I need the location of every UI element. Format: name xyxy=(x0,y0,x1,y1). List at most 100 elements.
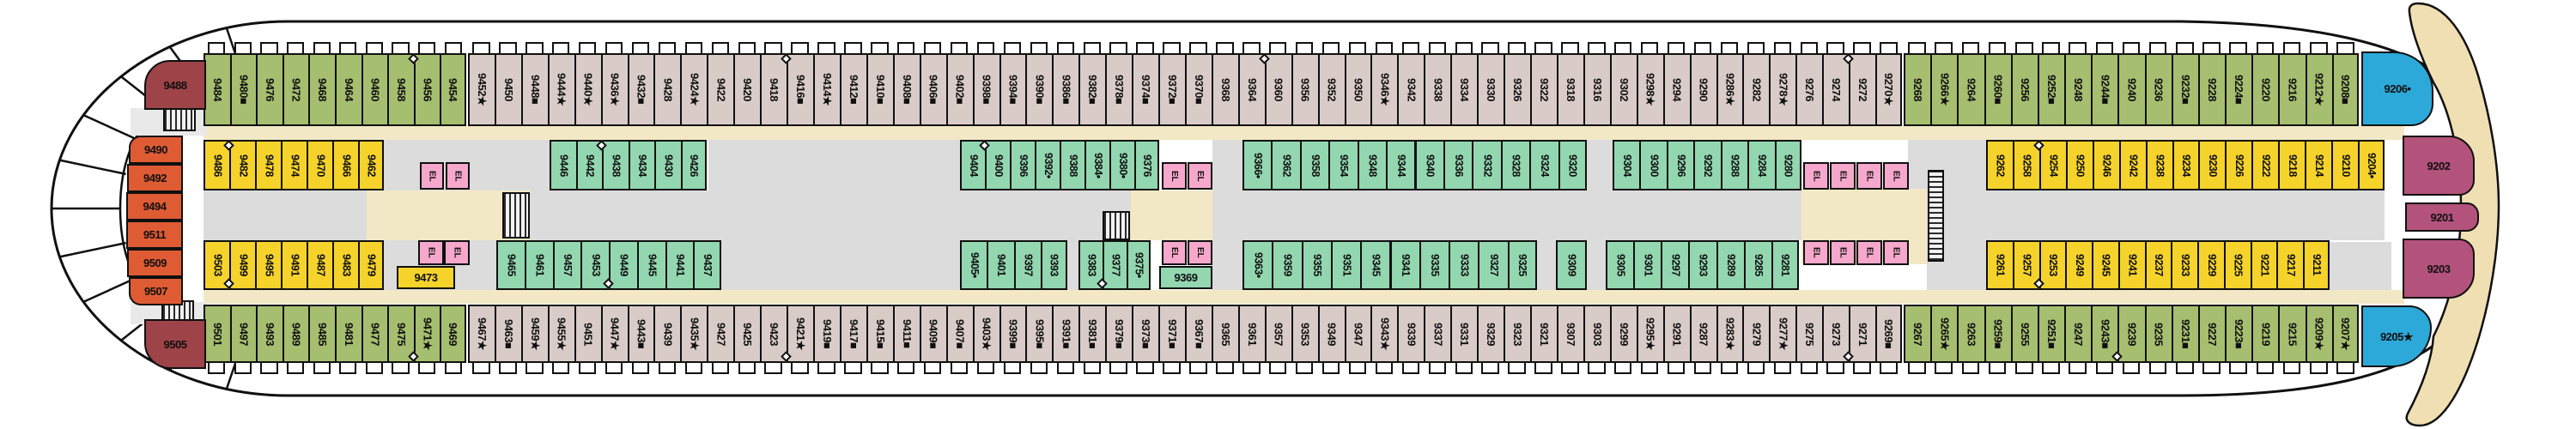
cabin-9381[interactable]: 9381■ xyxy=(1078,305,1108,363)
cabin-9446[interactable]: 9446 xyxy=(550,140,578,190)
cabin-9224[interactable]: 9224■ xyxy=(2225,53,2254,126)
cabin-9447[interactable]: 9447★ xyxy=(600,305,629,363)
cabin-9335[interactable]: 9335 xyxy=(1419,240,1451,290)
cabin-9449[interactable]: 9449 xyxy=(609,240,639,290)
cabin-9400[interactable]: 9400 xyxy=(985,140,1012,190)
cabin-9225[interactable]: 9225 xyxy=(2223,240,2252,290)
cabin-9316[interactable]: 9316 xyxy=(1583,53,1612,126)
cabin-9363[interactable]: 9363• xyxy=(1242,240,1274,290)
cabin-9364[interactable]: 9364 xyxy=(1237,53,1267,126)
cabin-9415[interactable]: 9415■ xyxy=(866,305,895,363)
cabin-9263[interactable]: 9263 xyxy=(1957,305,1986,363)
cabin-9299[interactable]: 9299 xyxy=(1609,305,1638,363)
cabin-9222[interactable]: 9222 xyxy=(2251,140,2281,190)
cabin-9394[interactable]: 9394■ xyxy=(999,53,1028,126)
cabin-9358[interactable]: 9358 xyxy=(1299,140,1331,190)
cabin-9351[interactable]: 9351 xyxy=(1330,240,1363,290)
cabin-9307[interactable]: 9307 xyxy=(1556,305,1585,363)
cabin-9457[interactable]: 9457 xyxy=(552,240,583,290)
cabin-9378[interactable]: 9378■ xyxy=(1105,53,1134,126)
cabin-9217[interactable]: 9217 xyxy=(2276,240,2306,290)
cabin-9264[interactable]: 9264 xyxy=(1957,53,1986,126)
cabin-9231[interactable]: 9231■ xyxy=(2171,305,2200,363)
cabin-9468[interactable]: 9468 xyxy=(308,53,337,126)
cabin-9337[interactable]: 9337 xyxy=(1424,305,1453,363)
cabin-9206[interactable]: 9206• xyxy=(2361,51,2433,126)
cabin-9382[interactable]: 9382■ xyxy=(1078,53,1108,126)
cabin-9255[interactable]: 9255 xyxy=(2010,305,2039,363)
cabin-9430[interactable]: 9430 xyxy=(654,140,683,190)
cabin-9295[interactable]: 9295★ xyxy=(1636,305,1665,363)
cabin-9333[interactable]: 9333 xyxy=(1449,240,1480,290)
cabin-9234[interactable]: 9234 xyxy=(2172,140,2201,190)
cabin-9417[interactable]: 9417■ xyxy=(839,305,868,363)
cabin-9342[interactable]: 9342 xyxy=(1397,53,1426,126)
cabin-9410[interactable]: 9410■ xyxy=(866,53,895,126)
cabin-9235[interactable]: 9235 xyxy=(2144,305,2173,363)
cabin-9380[interactable]: 9380• xyxy=(1109,140,1136,190)
cabin-9471[interactable]: 9471★ xyxy=(413,305,442,363)
cabin-9463[interactable]: 9463■ xyxy=(494,305,523,363)
cabin-9414[interactable]: 9414★ xyxy=(813,53,841,126)
cabin-9422[interactable]: 9422 xyxy=(707,53,736,126)
cabin-9483[interactable]: 9483 xyxy=(332,240,360,290)
cabin-9505[interactable]: 9505 xyxy=(144,319,206,369)
cabin-9214[interactable]: 9214 xyxy=(2305,140,2334,190)
cabin-9309[interactable]: 9309 xyxy=(1556,240,1587,290)
cabin-9396[interactable]: 9396 xyxy=(1010,140,1036,190)
cabin-9248[interactable]: 9248 xyxy=(2064,53,2093,126)
cabin-9346[interactable]: 9346★ xyxy=(1370,53,1400,126)
cabin-9408[interactable]: 9408■ xyxy=(892,53,921,126)
cabin-9244[interactable]: 9244■ xyxy=(2091,53,2120,126)
cabin-9421[interactable]: 9421★ xyxy=(787,305,816,363)
cabin-9407[interactable]: 9407■ xyxy=(945,305,975,363)
cabin-9437[interactable]: 9437 xyxy=(693,240,721,290)
cabin-9441[interactable]: 9441 xyxy=(665,240,696,290)
cabin-9494[interactable]: 9494 xyxy=(126,192,183,221)
cabin-9347[interactable]: 9347 xyxy=(1344,305,1373,363)
cabin-9349[interactable]: 9349 xyxy=(1317,305,1346,363)
cabin-9372[interactable]: 9372■ xyxy=(1158,53,1187,126)
cabin-9320[interactable]: 9320 xyxy=(1558,140,1587,190)
cabin-9397[interactable]: 9397 xyxy=(1013,240,1042,290)
cabin-9481[interactable]: 9481 xyxy=(335,305,363,363)
cabin-9237[interactable]: 9237 xyxy=(2144,240,2173,290)
cabin-9366[interactable]: 9366• xyxy=(1242,140,1273,190)
cabin-9474[interactable]: 9474 xyxy=(281,140,308,190)
cabin-9210[interactable]: 9210 xyxy=(2331,140,2360,190)
cabin-9290[interactable]: 9290 xyxy=(1689,53,1718,126)
cabin-9465[interactable]: 9465 xyxy=(496,240,526,290)
cabin-9300[interactable]: 9300 xyxy=(1639,140,1668,190)
cabin-9436[interactable]: 9436★ xyxy=(600,53,629,126)
cabin-9388[interactable]: 9388 xyxy=(1060,140,1086,190)
cabin-9286[interactable]: 9286★ xyxy=(1716,53,1745,126)
cabin-9509[interactable]: 9509 xyxy=(127,249,183,277)
cabin-9336[interactable]: 9336 xyxy=(1443,140,1474,190)
cabin-9458[interactable]: 9458 xyxy=(387,53,416,126)
cabin-9226[interactable]: 9226 xyxy=(2225,140,2254,190)
cabin-9211[interactable]: 9211 xyxy=(2303,240,2330,290)
cabin-9221[interactable]: 9221 xyxy=(2250,240,2279,290)
cabin-9424[interactable]: 9424★ xyxy=(680,53,709,126)
cabin-9289[interactable]: 9289 xyxy=(1716,240,1746,290)
cabin-9294[interactable]: 9294 xyxy=(1662,53,1692,126)
cabin-9287[interactable]: 9287 xyxy=(1689,305,1718,363)
cabin-9282[interactable]: 9282 xyxy=(1742,53,1771,126)
cabin-9345[interactable]: 9345 xyxy=(1360,240,1392,290)
cabin-9228[interactable]: 9228 xyxy=(2197,53,2227,126)
cabin-9245[interactable]: 9245 xyxy=(2092,240,2120,290)
cabin-9203[interactable]: 9203 xyxy=(2403,239,2475,299)
cabin-9392[interactable]: 9392• xyxy=(1035,140,1061,190)
cabin-9469[interactable]: 9469 xyxy=(440,305,466,363)
cabin-9361[interactable]: 9361 xyxy=(1237,305,1267,363)
cabin-9202[interactable]: 9202 xyxy=(2403,136,2475,196)
cabin-9293[interactable]: 9293 xyxy=(1688,240,1718,290)
cabin-9426[interactable]: 9426 xyxy=(680,140,707,190)
cabin-9473[interactable]: 9473 xyxy=(397,266,455,289)
cabin-9399[interactable]: 9399■ xyxy=(999,305,1028,363)
cabin-9246[interactable]: 9246 xyxy=(2092,140,2121,190)
cabin-9297[interactable]: 9297 xyxy=(1661,240,1691,290)
cabin-9419[interactable]: 9419■ xyxy=(813,305,841,363)
cabin-9379[interactable]: 9379■ xyxy=(1105,305,1134,363)
cabin-9268[interactable]: 9268 xyxy=(1904,53,1933,126)
